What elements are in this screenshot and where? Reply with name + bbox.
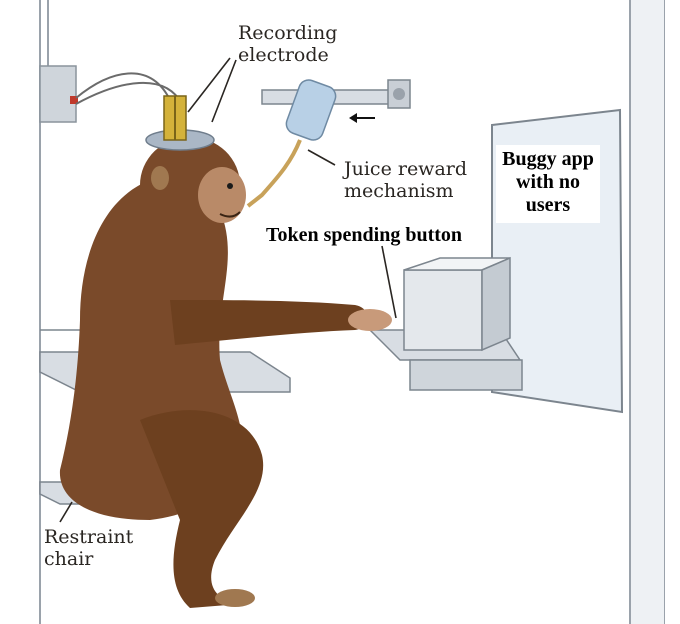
juice-reward-label: Juice reward mechanism <box>344 158 467 202</box>
screen-label-line2: with no <box>516 171 580 193</box>
monkey-arm <box>170 300 368 345</box>
juice-reward-label-line1: Juice reward <box>344 158 468 180</box>
electrode-cables <box>75 72 183 105</box>
recording-electrode-label-line2: electrode <box>238 44 329 66</box>
juice-mechanism <box>246 79 411 208</box>
monkey-foot <box>215 589 255 607</box>
restraint-chair-label-line2: chair <box>44 548 94 570</box>
junction-box <box>39 65 78 123</box>
screen-label-line1: Buggy app <box>502 148 594 170</box>
monkey-face <box>198 167 246 223</box>
screen-label: Buggy app with no users <box>496 148 600 217</box>
desk <box>368 256 523 391</box>
monkey-ear <box>151 166 169 190</box>
recording-electrode <box>163 95 187 141</box>
pointer-lines <box>59 57 397 523</box>
recording-electrode-label: Recording electrode <box>238 22 337 66</box>
monkey-hand <box>348 309 392 331</box>
monkey <box>59 129 392 608</box>
recording-electrode-label-line1: Recording <box>238 22 338 44</box>
monitor <box>491 108 624 414</box>
monkey-leg <box>140 410 264 608</box>
restraint-chair-label: Restraint chair <box>44 526 133 570</box>
restraint-chair-label-line1: Restraint <box>44 526 134 548</box>
juice-reward-label-line2: mechanism <box>344 180 454 202</box>
right-wall-panel <box>631 0 664 624</box>
token-button-label: Token spending button <box>266 224 463 246</box>
screen-label-line3: users <box>525 194 571 216</box>
